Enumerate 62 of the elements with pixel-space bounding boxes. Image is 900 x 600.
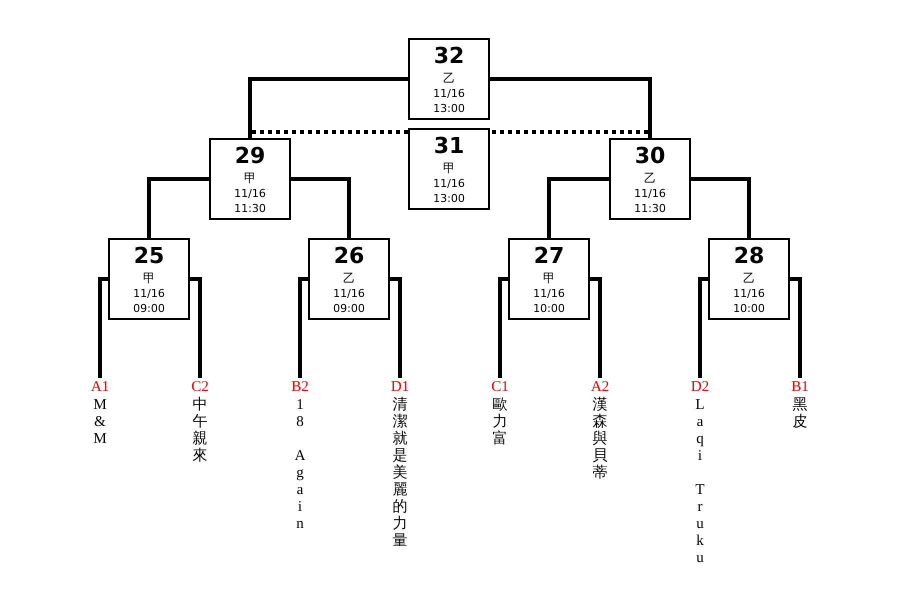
match-time: 11/16 10:00: [732, 286, 766, 316]
seed-label: B1: [791, 378, 809, 396]
match-time: 11/16 11:30: [633, 186, 667, 216]
match-number: 32: [434, 44, 464, 70]
court-label: 乙: [644, 170, 656, 186]
court-label: 甲: [543, 270, 555, 286]
bracket-line: [547, 177, 609, 238]
dotted-connector: [248, 130, 408, 138]
bracket-line: [98, 277, 108, 378]
bracket-line: [498, 277, 508, 378]
match-time: 11/16 09:00: [132, 286, 166, 316]
team-name: M&M: [92, 397, 108, 448]
dotted-connector: [490, 130, 652, 138]
match-number: 27: [534, 244, 564, 270]
bracket-line: [291, 177, 351, 238]
match-number: 28: [734, 244, 764, 270]
court-label: 甲: [143, 270, 155, 286]
team-name: 歐力富: [492, 397, 508, 448]
match-box: [209, 138, 291, 220]
bracket-line: [390, 277, 402, 378]
team-name: 18 Again: [294, 397, 306, 533]
court-label: 甲: [443, 160, 455, 176]
bracket-line: [147, 177, 209, 238]
team-name: 黑皮: [792, 397, 808, 431]
bracket-line: [691, 177, 751, 238]
seed-label: D1: [390, 378, 410, 396]
match-number: 30: [634, 144, 666, 170]
bracket-line: [790, 277, 802, 378]
match-time: 11/16 13:00: [432, 176, 466, 206]
seed-label: A1: [90, 378, 110, 396]
match-number: 25: [134, 244, 164, 270]
seed-label: D2: [690, 378, 710, 396]
team-name: 漢森與貝蒂: [592, 397, 608, 482]
seed-label: B2: [291, 378, 309, 396]
match-box: [408, 128, 490, 210]
match-box: [108, 238, 190, 320]
team-name: 中午親來: [192, 397, 208, 465]
court-label: 乙: [343, 270, 355, 286]
bracket-line: [590, 277, 602, 378]
match-time: 11/16 10:00: [532, 286, 566, 316]
court-label: 乙: [743, 270, 755, 286]
seed-label: A2: [590, 378, 610, 396]
match-number: 29: [234, 144, 266, 170]
match-box: [508, 238, 590, 320]
bracket-line: [298, 277, 308, 378]
match-box: [609, 138, 691, 220]
match-time: 11/16 13:00: [432, 86, 466, 116]
bracket-line: [698, 277, 708, 378]
team-name: 清潔就是美麗的力量: [392, 397, 408, 550]
match-number: 31: [434, 134, 464, 160]
court-label: 乙: [443, 70, 455, 86]
match-box: [308, 238, 390, 320]
bracket-line: [190, 277, 202, 378]
seed-label: C2: [191, 378, 209, 396]
seed-label: C1: [491, 378, 509, 396]
team-name: Laqi Truku: [694, 397, 706, 567]
match-box: [708, 238, 790, 320]
match-number: 26: [334, 244, 364, 270]
match-box: [408, 38, 490, 120]
match-time: 11/16 09:00: [332, 286, 366, 316]
court-label: 甲: [244, 170, 256, 186]
match-time: 11/16 11:30: [233, 186, 267, 216]
